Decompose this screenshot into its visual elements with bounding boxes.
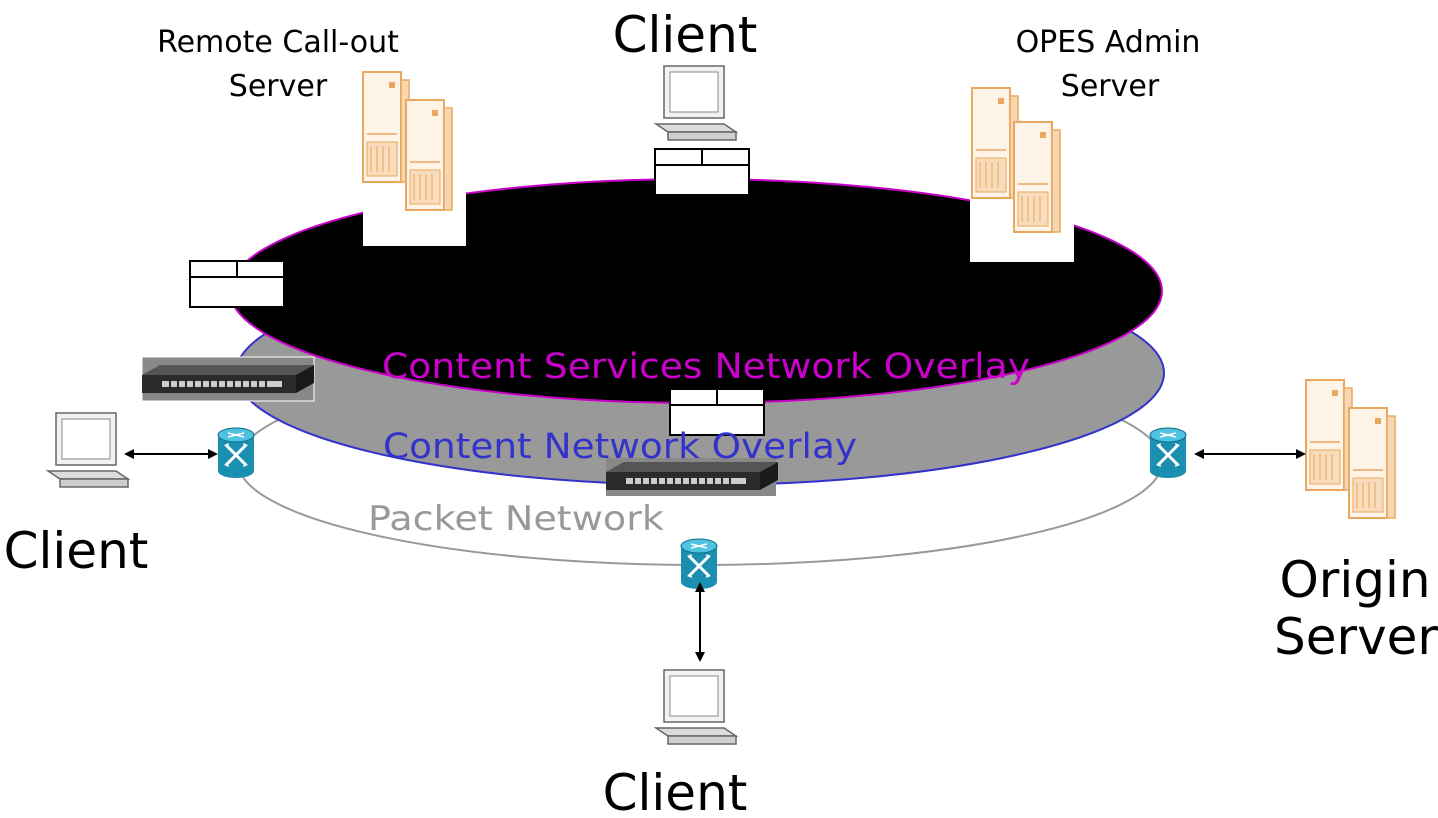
origin-server-label-line1: Origin (1279, 551, 1430, 609)
opes-admin-label-line1: OPES Admin (1016, 25, 1201, 60)
client-bottom-icon (655, 669, 737, 745)
client-left-icon (47, 412, 129, 488)
opes-box-top-icon (654, 148, 750, 196)
switch-center-icon (605, 458, 779, 496)
origin-server-icon (1305, 379, 1396, 519)
origin-server-label-line2: Server (1274, 608, 1438, 666)
content-services-overlay-label: Content Services Network Overlay (382, 347, 1030, 387)
remote-callout-server-icon (362, 66, 466, 246)
switch-left-icon (141, 356, 315, 402)
packet-network-label: Packet Network (368, 499, 664, 539)
opes-admin-server-icon (970, 82, 1074, 262)
client-top-label: Client (613, 6, 758, 64)
opes-admin-label-line2: Server (1061, 69, 1160, 104)
client-top-icon (655, 65, 737, 141)
remote-callout-label-line2: Server (229, 69, 328, 104)
client-bottom-label: Client (603, 764, 748, 818)
router-left-icon (216, 426, 256, 480)
client-left-label: Client (4, 522, 149, 580)
router-right-icon (1148, 426, 1188, 480)
remote-callout-label-line1: Remote Call-out (157, 25, 399, 60)
opes-box-left-icon (189, 260, 285, 308)
router-bottom-icon (679, 537, 719, 591)
content-network-overlay-label: Content Network Overlay (383, 427, 857, 467)
